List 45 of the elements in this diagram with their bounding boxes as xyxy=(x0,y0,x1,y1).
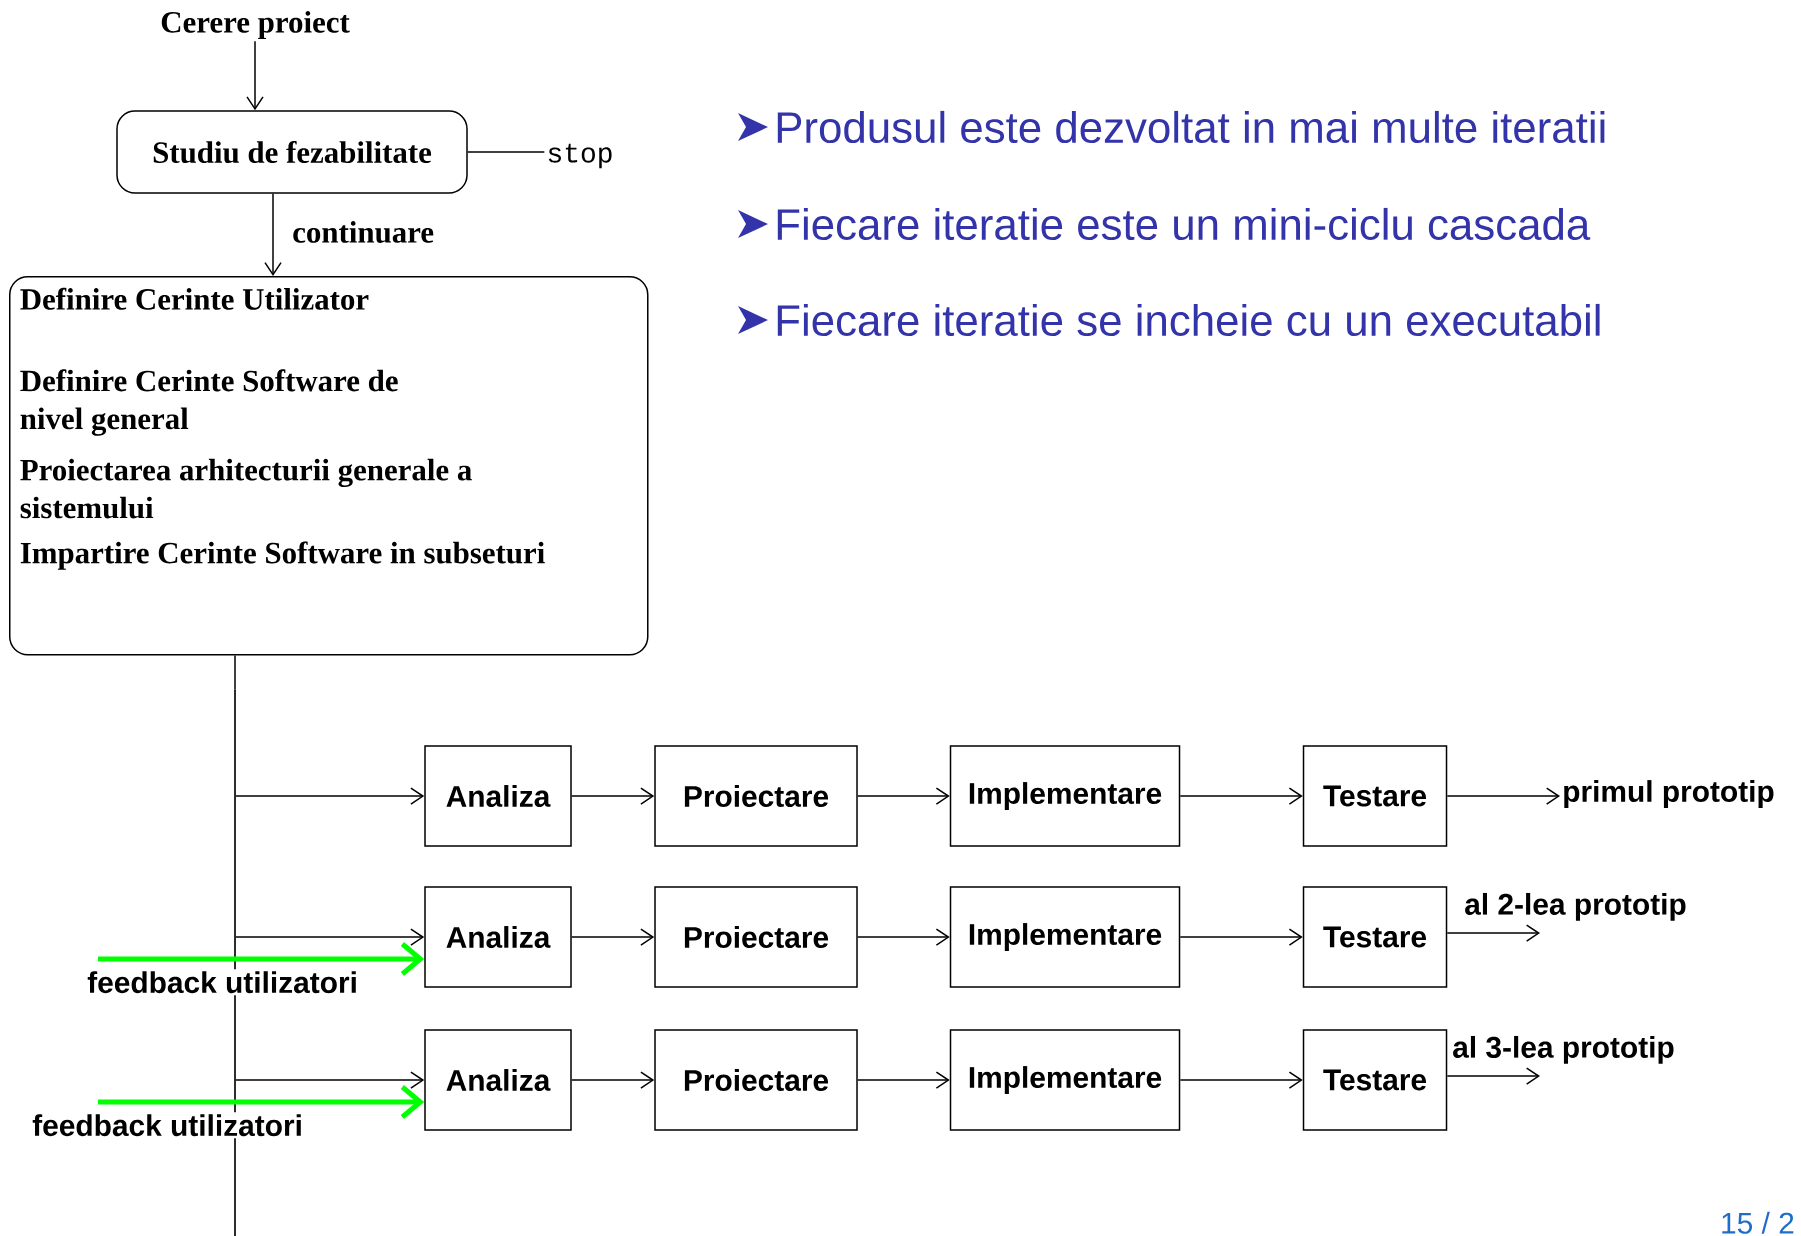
edge-label: al 2-lea prototip xyxy=(1462,890,1689,923)
step-box: Proiectare xyxy=(654,1029,858,1131)
step-box: Analiza xyxy=(424,886,572,988)
edge-label: feedback utilizatori xyxy=(30,1112,305,1139)
step-box: Testare xyxy=(1302,1029,1448,1131)
arrow xyxy=(246,40,264,111)
step-box: Testare xyxy=(1302,745,1448,847)
bullet-text: Produsul este dezvoltat in mai multe iteratii xyxy=(777,110,1605,144)
start-text: Cerere proiect xyxy=(161,11,350,39)
arrow xyxy=(235,1071,425,1089)
step-box: Analiza xyxy=(424,745,572,847)
arrow xyxy=(571,1071,655,1089)
output-text: primul prototip xyxy=(1564,780,1774,808)
edge-label: feedback utilizatori xyxy=(85,969,360,996)
step-box: Implementare xyxy=(949,886,1181,988)
arrow xyxy=(98,942,425,976)
arrow xyxy=(235,928,425,946)
arrow xyxy=(98,1085,425,1119)
page-number: 15 / 2 xyxy=(1722,1211,1794,1234)
step-box: Implementare xyxy=(949,745,1181,847)
arrow xyxy=(1446,924,1540,942)
process-box: Studiu de fezabilitate xyxy=(116,110,468,194)
arrow xyxy=(1446,787,1560,805)
arrow xyxy=(571,787,655,805)
step-box: Implementare xyxy=(949,1029,1181,1131)
edge-label: al 3-lea prototip xyxy=(1450,1033,1677,1066)
bullet-text: Fiecare iteratie este un mini-ciclu cascada xyxy=(777,207,1591,241)
bullet-text: Fiecare iteratie se incheie cu un executabil xyxy=(777,303,1600,337)
step-box: Proiectare xyxy=(654,745,858,847)
arrow xyxy=(235,787,425,805)
arrow xyxy=(1179,787,1303,805)
arrow xyxy=(857,928,950,946)
arrow xyxy=(857,787,950,805)
stop-text: stop xyxy=(548,143,612,169)
arrow xyxy=(264,193,282,276)
arrow xyxy=(857,1071,950,1089)
arrow xyxy=(1446,1067,1540,1085)
process-box: Definire Cerinte Utilizator Definire Cerinte Software de nivel general Proiectarea arhitecturii generale a sistemului Impartire Cerinte Software in subseturi xyxy=(9,276,649,656)
step-box: Proiectare xyxy=(654,886,858,988)
arrow xyxy=(571,928,655,946)
edge-label: continuare xyxy=(290,219,437,245)
arrow xyxy=(1179,1071,1303,1089)
step-box: Analiza xyxy=(424,1029,572,1131)
step-box: Testare xyxy=(1302,886,1448,988)
arrow xyxy=(1179,928,1303,946)
